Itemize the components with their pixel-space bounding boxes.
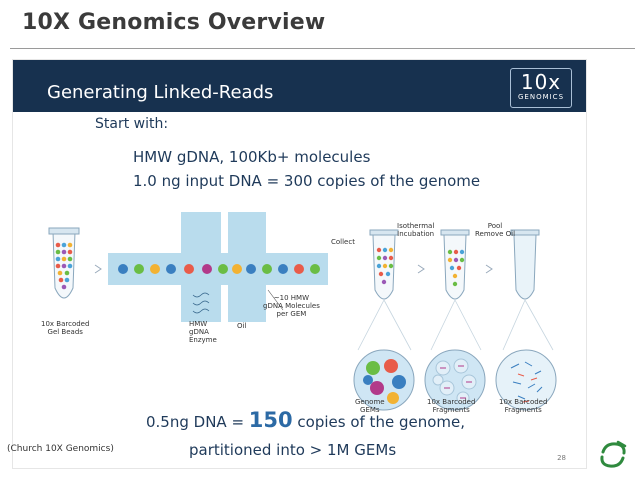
label-oil: Oil [237,322,247,330]
logo-sub-text: GENOMICS [517,93,565,101]
input-line-2: 1.0 ng input DNA = 300 copies of the gen… [133,172,481,190]
highlight-number: 150 [248,408,293,432]
beads-in-channel [118,264,320,274]
slide-banner: Generating Linked-Reads 10x GENOMICS [13,60,586,112]
label-molecules-per-gem: ~10 HMW gDNA Molecules per GEM [263,294,320,318]
banner-title: Generating Linked-Reads [47,82,274,103]
label-hmw-gdna: HMW gDNA Enzyme [189,320,217,344]
brand-logo-icon [600,440,627,468]
label-genome-gems: Genome GEMs [355,398,385,414]
gel-bead-tube [48,227,80,299]
label-pool: Pool Remove Oil [475,222,516,238]
barcoded-fragments-circle-2 [495,349,557,411]
microfluidic-chip [108,212,328,322]
linked-reads-diagram [48,212,557,411]
arrow-icon [417,264,425,274]
arrow-icon [485,264,493,274]
logo-main-text: 10x [520,70,562,94]
start-with-text: Start with: [95,116,169,132]
gel-beads-in-tube [55,242,73,290]
bottom-line-2: partitioned into > 1M GEMs [189,441,397,459]
page-number: 28 [557,454,566,462]
header-title: 10X Genomics Overview [22,10,326,35]
pool-tube [510,229,540,300]
header-rule [10,48,635,49]
genome-gems-circle [353,349,415,411]
label-gel-beads: 10x Barcoded Gel Beads [41,320,90,336]
input-line-1: HMW gDNA, 100Kb+ molecules [133,148,371,166]
source-citation: (Church 10X Genomics) [7,444,114,454]
collect-tube [369,229,399,300]
label-barcoded-fragments-1: 10x Barcoded Fragments [427,398,476,414]
incubation-tube [440,229,470,300]
10x-logo: 10x GENOMICS [510,68,572,108]
label-collect: Collect [331,238,355,246]
arrow-icon [94,264,102,274]
barcoded-fragments-circle-1 [424,349,486,411]
label-isothermal: Isothermal Incubation [397,222,435,238]
bottom-line-1: 0.5ng DNA = 150 copies of the genome, [146,408,465,432]
label-barcoded-fragments-2: 10x Barcoded Fragments [499,398,548,414]
slide: Generating Linked-Reads 10x GENOMICS Sta… [13,60,586,468]
